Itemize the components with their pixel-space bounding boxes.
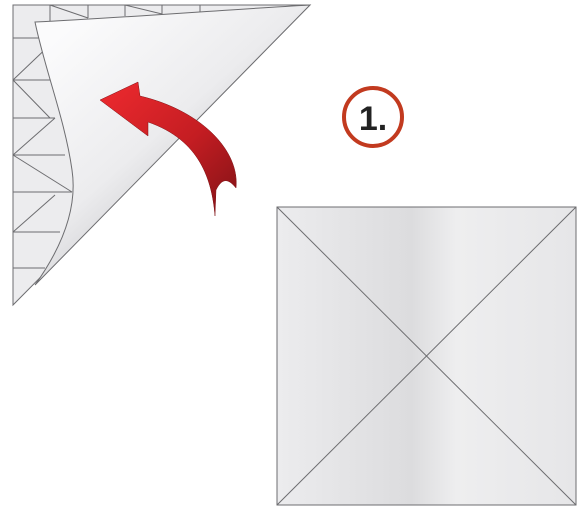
step-badge: 1.	[344, 88, 402, 146]
step-number: 1.	[359, 100, 387, 138]
folding-flap	[35, 5, 310, 285]
paper-square	[277, 207, 576, 505]
